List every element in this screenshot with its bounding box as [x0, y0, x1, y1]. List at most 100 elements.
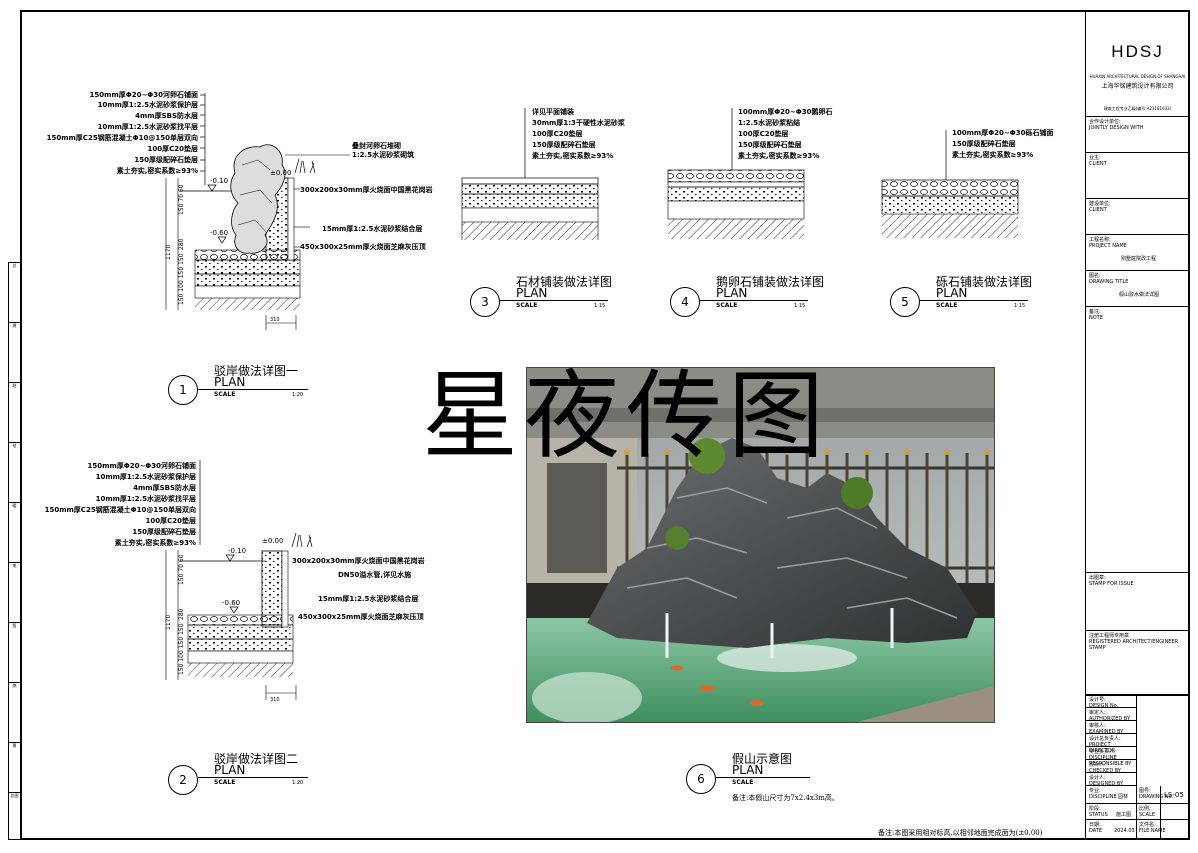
- detail2-title-underline: [198, 777, 308, 778]
- svg-text:-0.10: -0.10: [228, 547, 246, 555]
- detail2-layer-label: 素土夯实,密实系数≥93%: [114, 539, 196, 547]
- detail2-layer-label: 10mm厚1:2.5水泥砂浆找平层: [95, 495, 196, 503]
- detail1-rock-label: 叠封河卵石堆砌: [352, 142, 401, 150]
- svg-text:-0.60: -0.60: [210, 229, 228, 237]
- tb-divider: [1160, 786, 1161, 838]
- detail4-plan: PLAN: [716, 286, 748, 300]
- detail2-scale-label: SCALE: [214, 779, 236, 786]
- detail2-layer-label: 4mm厚SBS防水层: [133, 484, 196, 492]
- detail2-layer-label: 100厚C20垫层: [145, 517, 197, 525]
- company-en: HUAXIN ARCHITECTURAL DESIGN OF SHANGHAI: [1089, 74, 1186, 79]
- detail4-layer-label: 100mm厚Φ20~Φ30鹅卵石: [738, 108, 833, 116]
- strip-cell: 给: [9, 443, 20, 503]
- detail2-layer-label: 150mm厚C25钢筋混凝土Φ10@150单层双向: [44, 506, 196, 514]
- phase-label: 阶段:: [1089, 806, 1101, 812]
- stamp-label: 出图章:: [1089, 575, 1106, 581]
- detail1-scale-label: SCALE: [214, 391, 236, 398]
- drawing-sub: DRAWING TITLE: [1089, 279, 1129, 285]
- ver-label: 比例:: [1139, 806, 1151, 812]
- tb-divider: [1086, 695, 1189, 696]
- detail3-scale-value: 1:15: [594, 303, 606, 309]
- detail2-overflow-label: DN50溢水管,详见水施: [338, 571, 412, 579]
- svg-text:150 70 60: 150 70 60: [178, 184, 185, 215]
- detail5-scale-label: SCALE: [936, 302, 958, 309]
- detail4-title-underline: [700, 300, 808, 301]
- detail1-number-circle: 1: [168, 375, 198, 405]
- stage-label: 专业:: [1089, 788, 1101, 794]
- detail3-layer-label: 详见平面铺装: [532, 108, 574, 116]
- detail1-rock-label: 1:2.5水泥砂浆砌筑: [352, 151, 415, 159]
- svg-text:150 100 150 150: 150 100 150 150: [178, 623, 185, 675]
- strip-cell: 建: [9, 323, 20, 383]
- svg-text:150 70 60: 150 70 60: [178, 554, 185, 585]
- detail3-plan: PLAN: [516, 286, 548, 300]
- file-label: 文件名:: [1139, 822, 1156, 828]
- remark-label: 备注:: [1089, 309, 1101, 315]
- detail5-scale-value: 1:15: [1014, 303, 1026, 309]
- detail4-layer-label: 150厚级配碎石垫层: [738, 141, 802, 149]
- detail4-layer-label: 100厚C20垫层: [738, 130, 789, 138]
- tb-row: 设计人:DESIGNED BY: [1086, 773, 1136, 787]
- tb-row: 审定人:AUTHORIZED BY: [1086, 708, 1136, 722]
- detail6-number-circle: 6: [686, 764, 716, 794]
- detail2-layer-label: 150厚级配碎石垫层: [132, 528, 196, 536]
- strip-cell: 燃: [9, 683, 20, 743]
- detail4-title: 鹅卵石铺装做法详图: [716, 275, 825, 289]
- strip-cell: 电: [9, 563, 20, 623]
- detail2-number-circle: 2: [168, 765, 198, 795]
- tb-stamp-cell: 出图章:STAMP FOR ISSUE: [1086, 573, 1189, 631]
- watermark-text: 星夜传图: [422, 360, 830, 472]
- detail6-plan: PLAN: [732, 763, 764, 777]
- detail6-title-underline: [716, 777, 810, 778]
- strip-cell: 总: [9, 263, 20, 323]
- project-sub: PROJECT NAME: [1089, 243, 1127, 249]
- detail1-layer-label: 150mm厚C25钢筋混凝土Φ10@150单层双向: [46, 134, 198, 142]
- svg-text:150 100 150 150: 150 100 150 150: [178, 253, 185, 305]
- detail1-layer-label: 100厚C20垫层: [147, 145, 199, 153]
- brand-logo-text: HDSJ: [1111, 42, 1164, 61]
- detail6-note: 备注:本假山尺寸为7x2.4x3m高。: [732, 794, 839, 802]
- detail1-layer-label: 150mm厚Φ20~Φ30河卵石铺面: [89, 91, 198, 99]
- detail5-plan: PLAN: [936, 286, 968, 300]
- drawing-sheet: [20, 10, 1190, 840]
- detail4-layer-label: 素土夯实,密实系数≥93%: [738, 152, 820, 160]
- tb-row: 审核人:EXAMINED BY: [1086, 721, 1136, 735]
- detail1-layer-label: 150厚级配碎石垫层: [134, 156, 198, 164]
- tb-owner-cell: 业主:CLIENT: [1086, 153, 1189, 199]
- detail1-stone-label: 300x200x30mm厚火烧面中国黑花岗岩: [300, 186, 433, 194]
- joint-sub: JOINTLY DESIGN WITH: [1089, 125, 1144, 131]
- project-value: 别墅庭院改工程: [1121, 256, 1157, 262]
- detail4-layer-label: 1:2.5水泥砂浆粘结: [738, 119, 801, 127]
- tb-row: 设计总负责人:PROJECT DIRECTOR: [1086, 734, 1136, 754]
- detail3-number-circle: 3: [470, 287, 500, 317]
- tb-company-cell: HDSJ HUAXIN ARCHITECTURAL DESIGN OF SHAN…: [1086, 12, 1189, 117]
- strip-cell: 景: [9, 743, 20, 793]
- detail2-coping-label: 450x300x25mm厚火烧面芝麻灰压顶: [298, 613, 424, 621]
- detail6-scale-label: SCALE: [732, 779, 754, 786]
- svg-text:-0.60: -0.60: [222, 599, 240, 607]
- tb-unit-cell: 建设单位:CLIENT: [1086, 199, 1189, 235]
- detail5-title: 砾石铺装做法详图: [936, 275, 1033, 289]
- num-value: LS-05: [1164, 791, 1184, 799]
- detail2-layer-label: 150mm厚Φ20~Φ30河卵石铺面: [87, 462, 196, 470]
- svg-text:-0.10: -0.10: [210, 177, 228, 185]
- remark-sub: NOTE: [1089, 315, 1103, 321]
- detail3-title-underline: [500, 300, 608, 301]
- detail5-title-underline: [920, 300, 1028, 301]
- detail5-number-circle: 5: [890, 287, 920, 317]
- reg-label: 注册工程师专用章: [1089, 633, 1130, 639]
- strip-cell: 总图: [10, 793, 19, 798]
- detail1-layer-label: 素土夯实,密实系数≥93%: [116, 167, 198, 175]
- detail4-scale-label: SCALE: [716, 302, 738, 309]
- strip-cell: 暖: [9, 503, 20, 563]
- detail5-layer-label: 素土夯实,密实系数≥93%: [952, 151, 1034, 159]
- company-cert: 建筑工程专业乙级(编号:A23181633): [1103, 106, 1172, 111]
- svg-text:1170: 1170: [165, 615, 172, 630]
- svg-text:±0.00: ±0.00: [270, 169, 291, 177]
- drawing-label: 图名:: [1089, 273, 1101, 279]
- svg-text:1170: 1170: [165, 245, 172, 260]
- detail1-mortar-label: 15mm厚1:2.5水泥砂浆结合层: [322, 225, 423, 233]
- detail3-scale-label: SCALE: [516, 302, 538, 309]
- drawing-value: 假山驳水做法详图: [1119, 292, 1160, 298]
